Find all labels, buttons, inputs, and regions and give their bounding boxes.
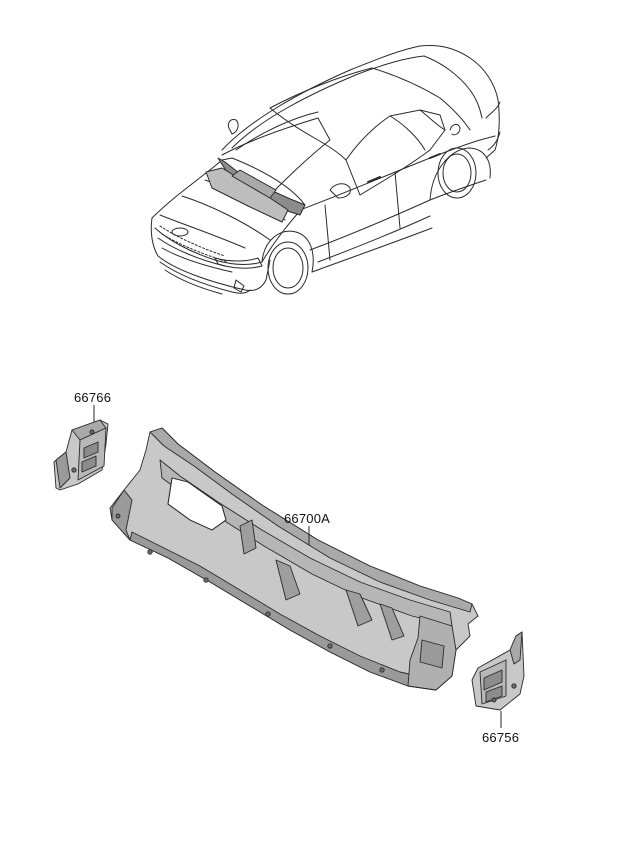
part-66756-bracket bbox=[471, 631, 525, 711]
part-number-label-66756: 66756 bbox=[482, 730, 520, 745]
part-66766-bracket bbox=[53, 419, 109, 491]
vehicle-illustration bbox=[150, 45, 501, 295]
part-66700A-cowl-panel bbox=[109, 427, 479, 691]
part-number-label-66700A: 66700A bbox=[284, 511, 331, 526]
part-number-label-66766: 66766 bbox=[74, 390, 112, 405]
